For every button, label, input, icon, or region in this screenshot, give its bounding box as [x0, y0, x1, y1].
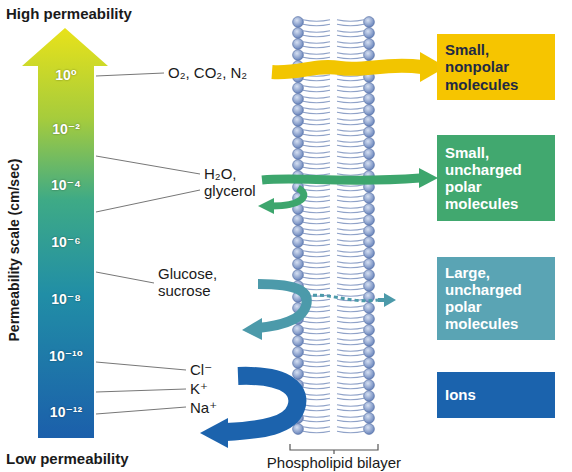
tick-label: 10⁰ [55, 67, 77, 83]
axis-label: Permeability scale (cm/sec) [6, 159, 22, 342]
ion-label: Cl⁻ [190, 361, 212, 378]
ion-label: Na⁺ [190, 399, 217, 416]
tick-label: 10⁻² [52, 121, 80, 137]
tick-label: 10⁻¹⁰ [49, 348, 83, 364]
category-box: Small, nonpolar molecules [437, 34, 555, 100]
category-text: Ions [445, 386, 547, 403]
category-text: Small, nonpolar molecules [445, 41, 547, 93]
yellow-arrow [272, 52, 446, 82]
category-text: Small, uncharged polar molecules [445, 144, 547, 213]
category-box: Small, uncharged polar molecules [437, 135, 555, 221]
molecule-label: Glucose, sucrose [158, 265, 222, 300]
green-arrow [258, 168, 438, 214]
scale-arrow [22, 28, 108, 438]
structure-label: Phospholipid bilayer [267, 454, 401, 471]
molecule-label: O₂, CO₂, N₂ [168, 64, 247, 81]
category-text: Large, uncharged polar molecules [445, 264, 547, 333]
tick-label: 10⁻⁶ [51, 234, 80, 250]
phospholipid-bilayer [293, 17, 375, 435]
tick-label: 10⁻¹² [50, 404, 82, 420]
tick-label: 10⁻⁸ [51, 291, 81, 307]
molecule-label: H₂O, glycerol [204, 165, 264, 200]
category-box: Large, uncharged polar molecules [437, 257, 555, 340]
ion-label: K⁺ [190, 380, 208, 397]
category-box: Ions [437, 372, 555, 418]
teal-arrow [242, 284, 396, 340]
scale-title: High permeability [6, 5, 132, 22]
bracket [290, 444, 378, 454]
leader-lines [96, 73, 200, 414]
tick-label: 10⁻⁴ [51, 177, 81, 193]
scale-title: Low permeability [6, 450, 129, 467]
